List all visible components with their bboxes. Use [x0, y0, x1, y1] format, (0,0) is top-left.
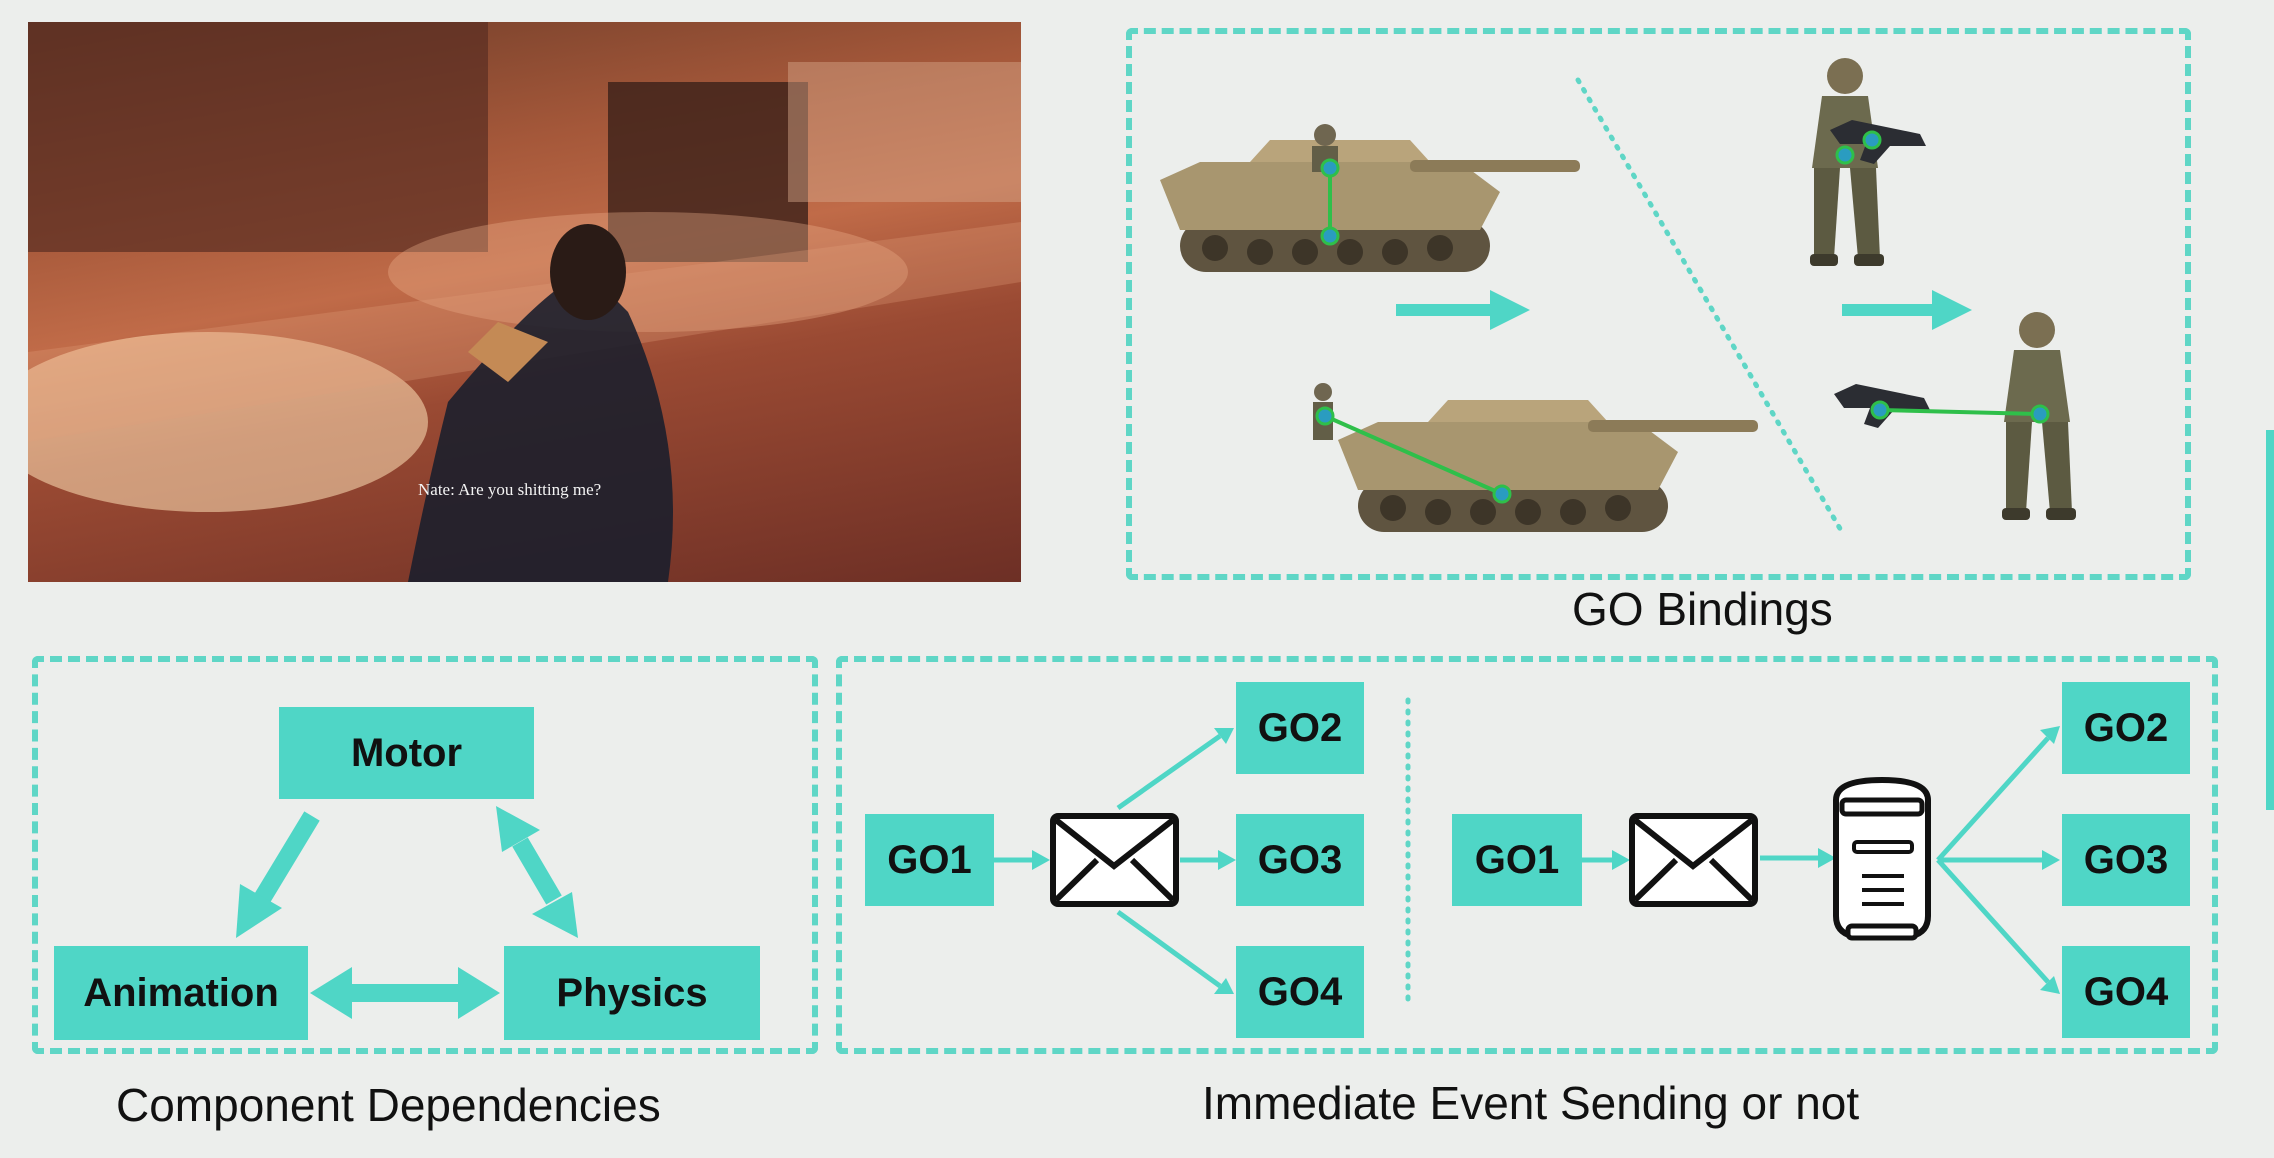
motor-node: Motor [279, 707, 534, 799]
scrollbar[interactable] [2266, 430, 2274, 810]
transition-arrow [1396, 290, 1530, 330]
event-sending-caption: Immediate Event Sending or not [1202, 1077, 1860, 1129]
go2-box: GO2 [2062, 682, 2190, 774]
event-arrow [1116, 909, 1222, 989]
event-arrow [1936, 858, 2050, 984]
arrow-head [310, 967, 352, 1019]
envelope-icon [1050, 813, 1179, 907]
go4-box: GO4 [2062, 946, 2190, 1038]
game-screenshot: Nate: Are you shitting me? [28, 22, 1021, 582]
binding-line [1879, 408, 2041, 416]
event-arrow [1116, 733, 1222, 811]
game-subtitle: Nate: Are you shitting me? [418, 480, 602, 499]
mailbox-icon [1833, 776, 1931, 941]
go4-box: GO4 [1236, 946, 1364, 1038]
panel-divider [1575, 77, 1845, 535]
arrow-head [458, 967, 500, 1019]
binding-node [1320, 158, 1340, 178]
event-sending-panel [836, 656, 2218, 1054]
binding-node [1862, 130, 1882, 150]
go-bindings-panel [1126, 28, 2191, 580]
binding-node [1835, 145, 1855, 165]
go3-box: GO3 [2062, 814, 2190, 906]
event-arrow [1936, 736, 2050, 862]
binding-node [2030, 404, 2050, 424]
go-bindings-caption: GO Bindings [1572, 583, 1833, 635]
dependency-arrow [512, 837, 562, 905]
go1-box: GO1 [865, 814, 994, 906]
envelope-icon [1629, 813, 1758, 907]
binding-node [1492, 484, 1512, 504]
go2-box: GO2 [1236, 682, 1364, 774]
go3-box: GO3 [1236, 814, 1364, 906]
binding-line [1324, 414, 1503, 496]
arrow-head [496, 806, 540, 852]
arrow-head [532, 892, 578, 938]
component-dependencies-caption: Component Dependencies [116, 1079, 661, 1131]
binding-node [1870, 400, 1890, 420]
physics-node: Physics [504, 946, 760, 1040]
game-scene-art [28, 22, 1021, 582]
arrow-head [236, 884, 282, 938]
transition-arrow [1842, 290, 1972, 330]
component-dependencies-panel [32, 656, 818, 1054]
binding-node [1320, 226, 1340, 246]
animation-node: Animation [54, 946, 308, 1040]
binding-node [1315, 406, 1335, 426]
go1-box: GO1 [1452, 814, 1582, 906]
dependency-arrow [252, 811, 320, 907]
